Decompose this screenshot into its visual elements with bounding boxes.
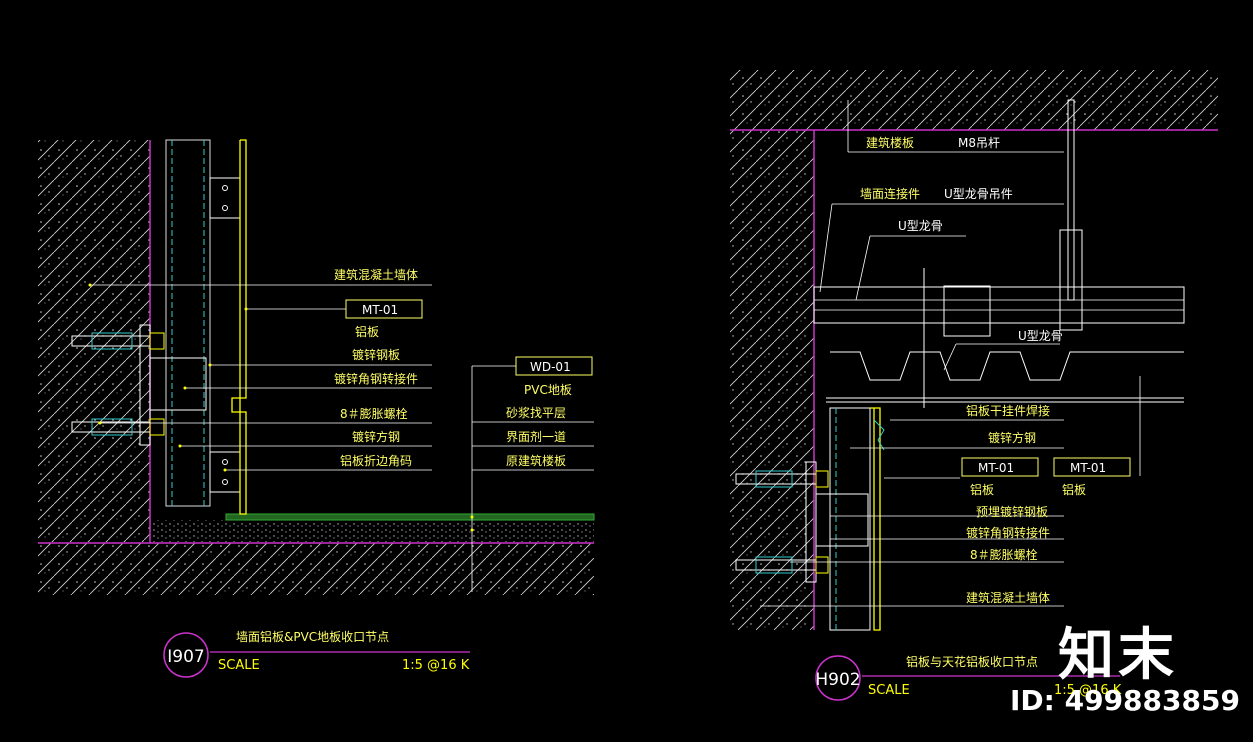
left-tag-mt-box bbox=[345, 299, 423, 319]
left-detail: 建筑混凝土墙体 MT-01 铝板 镀锌钢板 镀锌角钢转接件 8＃膨胀螺栓 镀锌方… bbox=[38, 139, 595, 678]
left-leader-dots bbox=[88, 283, 474, 532]
right-label-concrete-wall: 建筑混凝土墙体 bbox=[966, 590, 1050, 605]
left-bracket-bolt bbox=[222, 459, 228, 465]
left-label-interface-agent: 界面剂一道 bbox=[506, 429, 566, 444]
left-label-pvc-floor: PVC地板 bbox=[524, 383, 572, 397]
right-ceiling-slab bbox=[730, 70, 1218, 130]
watermark-id: ID: 499883859 bbox=[1010, 684, 1240, 717]
left-label-mortar: 砂浆找平层 bbox=[506, 405, 566, 420]
left-label-square-steel: 镀锌方钢 bbox=[352, 429, 400, 444]
left-label-floor-slab: 原建筑楼板 bbox=[506, 453, 566, 468]
right-label-floor-slab: 建筑楼板 bbox=[866, 135, 914, 150]
left-leaders bbox=[90, 284, 594, 592]
left-detail-title: 墙面铝板&PVC地板收口节点 bbox=[236, 629, 389, 644]
right-tag-mt-a-box bbox=[961, 457, 1039, 477]
right-tag-mt-a: MT-01 bbox=[978, 461, 1014, 475]
left-label-expansion-bolt: 8＃膨胀螺栓 bbox=[340, 406, 408, 421]
left-label-aluminium: 铝板 bbox=[355, 324, 379, 339]
left-label-concrete-wall: 建筑混凝土墙体 bbox=[334, 267, 418, 282]
right-channel-connector bbox=[943, 285, 991, 337]
left-label-galvanized-plate: 镀锌钢板 bbox=[352, 348, 400, 362]
left-tag-mt: MT-01 bbox=[362, 303, 398, 317]
left-expansion-bolt-top bbox=[71, 332, 165, 350]
right-label-u-channel-2: U型龙骨 bbox=[1018, 329, 1063, 343]
left-tag-wd-box bbox=[515, 356, 593, 376]
right-detail: 建筑楼板 M8吊杆 墙面连接件 U型龙骨吊件 U型龙骨 U型龙骨 铝板干挂件焊接… bbox=[730, 70, 1218, 701]
right-aluminium-panel bbox=[870, 407, 881, 631]
right-u-channel bbox=[813, 286, 1185, 324]
right-tag-mt-b: MT-01 bbox=[1070, 461, 1106, 475]
right-leaders bbox=[760, 100, 1141, 607]
right-panel-hook bbox=[873, 419, 885, 451]
right-scale-label: SCALE bbox=[868, 683, 910, 698]
right-expansion-bolt-bottom bbox=[735, 556, 829, 574]
right-scale-value: 1:5 @16 K bbox=[1054, 683, 1122, 698]
right-detail-title: 铝板与天花铝板收口节点 bbox=[906, 654, 1038, 669]
left-pvc-floor bbox=[225, 513, 595, 521]
right-ceiling-profile bbox=[830, 351, 1184, 381]
right-tag-note-a: 铝板 bbox=[970, 482, 994, 497]
right-angle-connector bbox=[815, 493, 869, 547]
left-concrete-wall bbox=[38, 140, 150, 542]
left-scale-value: 1:5 @16 K bbox=[402, 658, 470, 673]
right-label-u-channel: U型龙骨 bbox=[898, 219, 943, 233]
right-label-embedded-plate: 预埋镀锌钢板 bbox=[976, 505, 1048, 519]
left-aluminium-panel bbox=[231, 139, 247, 515]
left-bracket-bolt bbox=[222, 205, 228, 211]
right-label-expansion-bolt: 8＃膨胀螺栓 bbox=[970, 547, 1038, 562]
right-label-wall-connector: 墙面连接件 bbox=[860, 186, 920, 201]
left-label-corner-code: 铝板折边角码 bbox=[340, 453, 412, 468]
left-bracket-bolt bbox=[222, 479, 228, 485]
watermark-logo: 知末 bbox=[1058, 623, 1178, 688]
left-detail-id: I907 bbox=[167, 647, 204, 667]
left-expansion-bolt-bottom bbox=[71, 418, 165, 436]
right-expansion-bolt-top bbox=[735, 470, 829, 488]
right-label-hanger-weld: 铝板干挂件焊接 bbox=[966, 403, 1050, 418]
right-tag-mt-b-box bbox=[1053, 457, 1131, 477]
right-tag-note-b: 铝板 bbox=[1062, 482, 1086, 497]
right-detail-id-circle bbox=[815, 655, 861, 701]
left-corner-bracket-bottom bbox=[209, 451, 241, 493]
right-hanger-clip bbox=[1059, 229, 1083, 331]
right-concrete-wall bbox=[730, 130, 814, 630]
left-detail-id-circle bbox=[163, 632, 209, 678]
left-floor-slab bbox=[38, 543, 594, 595]
left-label-angle-connector: 镀锌角钢转接件 bbox=[334, 371, 418, 386]
left-scale-label: SCALE bbox=[218, 658, 260, 673]
right-label-u-hanger: U型龙骨吊件 bbox=[944, 187, 1013, 201]
left-angle-connector bbox=[149, 357, 207, 411]
left-bracket-bolt bbox=[222, 185, 228, 191]
right-label-hanger-rod: M8吊杆 bbox=[958, 136, 1000, 150]
left-mortar-layer bbox=[150, 520, 594, 542]
right-detail-id: H902 bbox=[815, 670, 860, 690]
left-tag-wd: WD-01 bbox=[530, 360, 571, 374]
right-steel-tube bbox=[829, 407, 871, 631]
left-corner-bracket-top bbox=[209, 177, 241, 219]
right-label-square-steel: 镀锌方钢 bbox=[988, 430, 1036, 445]
right-label-angle-connector: 镀锌角钢转接件 bbox=[966, 525, 1050, 540]
left-steel-tube bbox=[165, 139, 211, 507]
